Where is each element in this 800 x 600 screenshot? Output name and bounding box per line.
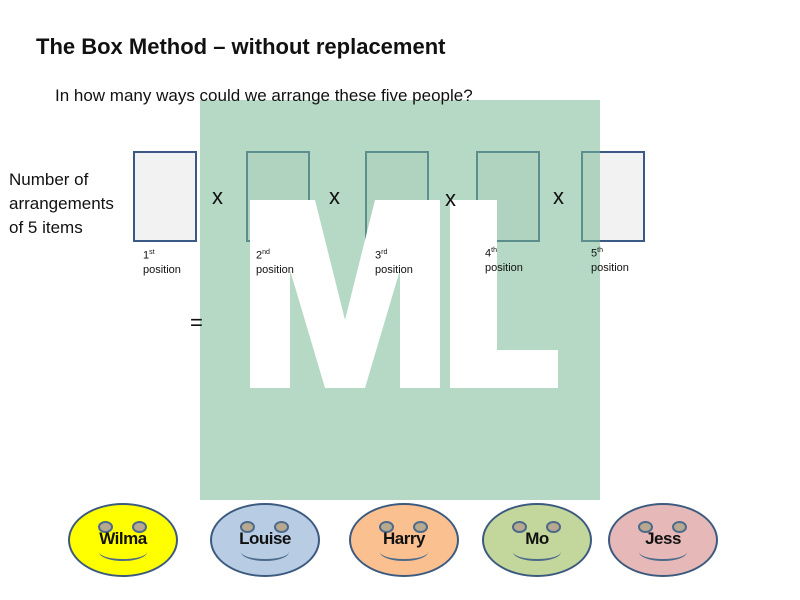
smile-icon [639, 543, 687, 561]
equals-symbol: = [190, 310, 203, 335]
position-number: 5 [591, 247, 598, 260]
position-suffix: nd [262, 249, 270, 256]
position-label-3: 3rd position [375, 246, 413, 277]
times-symbol: x [212, 184, 223, 209]
eye-icon [546, 521, 561, 533]
person-jess: Jess [608, 503, 718, 577]
times-symbol: x [329, 184, 340, 209]
eye-icon [132, 521, 147, 533]
position-word: position [256, 263, 294, 276]
position-number: 1 [143, 249, 150, 262]
ml-watermark [200, 100, 600, 500]
row-label-line: Number of [9, 170, 89, 189]
smile-icon [241, 543, 289, 561]
position-label-1: 1st position [143, 246, 181, 277]
person-wilma: Wilma [68, 503, 178, 577]
person-louise: Louise [210, 503, 320, 577]
position-suffix: st [149, 249, 155, 256]
row-label-line: of 5 items [9, 218, 83, 237]
ml-watermark-logo [250, 200, 558, 388]
eye-icon [672, 521, 687, 533]
position-word: position [143, 263, 181, 276]
position-word: position [485, 261, 523, 274]
eye-icon [240, 521, 255, 533]
position-label-5: 5th position [591, 244, 629, 275]
position-suffix: th [491, 247, 497, 254]
position-label-2: 2nd position [256, 246, 294, 277]
smile-icon [99, 543, 147, 561]
eye-icon [379, 521, 394, 533]
row-label: Number of arrangements of 5 items [9, 168, 114, 240]
position-label-4: 4th position [485, 244, 523, 275]
person-harry: Harry [349, 503, 459, 577]
question-text: In how many ways could we arrange these … [55, 86, 473, 105]
eye-icon [638, 521, 653, 533]
position-number: 2 [256, 249, 263, 262]
eye-icon [413, 521, 428, 533]
eye-icon [512, 521, 527, 533]
position-number: 4 [485, 247, 492, 260]
eye-icon [274, 521, 289, 533]
position-number: 3 [375, 249, 382, 262]
row-label-line: arrangements [9, 194, 114, 213]
smile-icon [380, 543, 428, 561]
person-mo: Mo [482, 503, 592, 577]
times-symbol: x [553, 184, 564, 209]
position-word: position [375, 263, 413, 276]
eye-icon [98, 521, 113, 533]
smile-icon [513, 543, 561, 561]
position-box-1 [133, 151, 197, 242]
slide-title: The Box Method – without replacement [36, 34, 446, 59]
position-suffix: th [597, 247, 603, 254]
times-symbol: x [445, 186, 456, 211]
position-word: position [591, 261, 629, 274]
position-suffix: rd [381, 249, 388, 256]
